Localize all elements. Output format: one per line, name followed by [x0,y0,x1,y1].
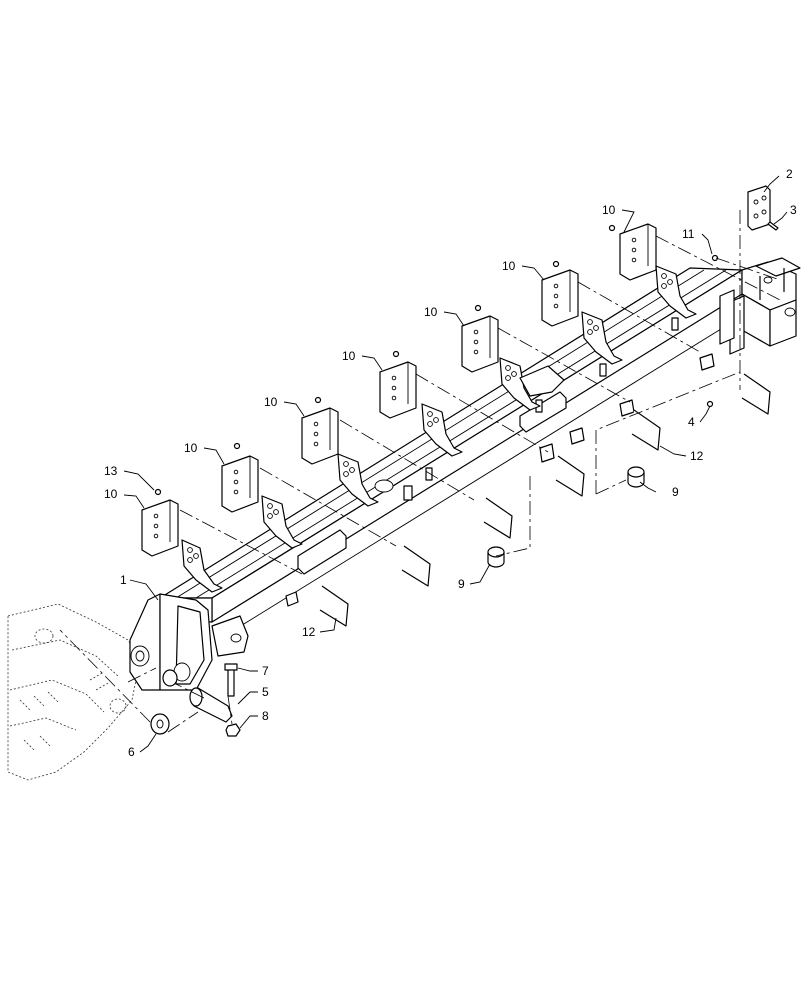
callout-2: 2 [786,167,793,181]
callout-10: 10 [264,395,278,409]
mount-plate [221,455,259,513]
mount-plate [301,407,339,465]
callout-10: 10 [502,259,516,273]
bushings-item-9 [487,466,645,568]
tractor-hitch-ghost [7,603,141,781]
callout-4: 4 [688,415,695,429]
callout-5: 5 [262,685,269,699]
callout-10: 10 [602,203,616,217]
callout-10: 10 [104,487,118,501]
callout-3: 3 [790,203,797,217]
cover-plate-item-2 [747,185,779,231]
front-pivot-bracket [129,593,249,691]
callout-8: 8 [262,709,269,723]
callout-labels: 1 2 3 4 5 6 7 8 9 9 10 10 10 10 10 10 10… [104,167,797,759]
small-bolts [154,224,719,496]
mount-plate [141,499,179,557]
callout-12-left: 12 [302,625,316,639]
mount-plate [379,361,417,419]
callout-9-right: 9 [672,485,679,499]
callout-7: 7 [262,664,269,678]
bolt-item-7 [224,663,238,697]
callout-10: 10 [424,305,438,319]
rear-hitch-assembly [719,257,801,355]
mount-plate [461,315,499,373]
nut-item-8 [225,723,241,737]
assembly-lines [59,210,781,733]
callout-10: 10 [342,349,356,363]
callout-11: 11 [682,227,695,241]
beam-lug-brackets [181,265,697,593]
washer-item-6 [150,713,170,735]
callout-9-lower: 9 [458,577,465,591]
callout-6: 6 [128,745,135,759]
callout-1: 1 [120,573,127,587]
mount-plate [619,223,657,281]
callout-10: 10 [184,441,198,455]
callout-leaders [123,175,788,753]
mount-plate [541,269,579,327]
u-bolts-item-12 [319,373,771,627]
lug-hole-pattern [187,273,673,563]
callout-12-right: 12 [690,449,704,463]
mount-plates-item-10 [141,223,657,557]
callout-13: 13 [104,464,118,478]
pivot-pin-item-5 [189,687,233,723]
